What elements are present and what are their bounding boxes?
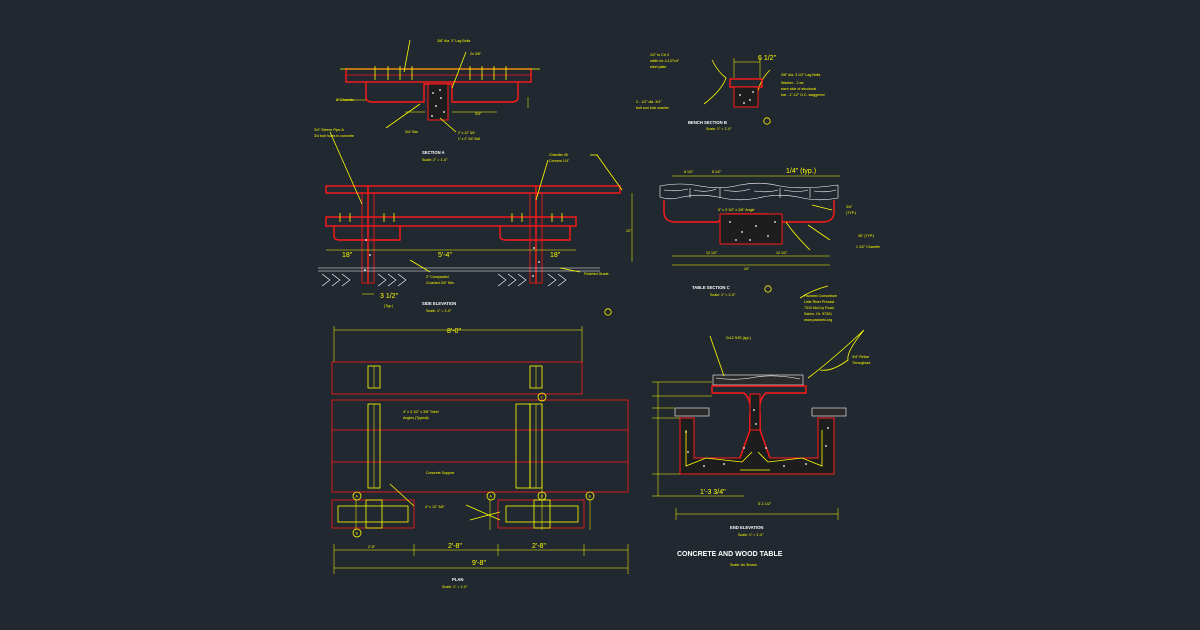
side-elev-note-5: 2" Compacted [426, 275, 449, 279]
plan-marker-5: A [490, 495, 493, 499]
table-c-dim-1: 8 1/2" [684, 170, 694, 174]
table-section-c-scale: Scale: 1" = 1'-0" [710, 293, 736, 297]
credit-line-3: 7310 McCoy Road [804, 306, 834, 310]
plan-dim-length: 8'-0" [447, 328, 461, 335]
table-c-note-1: 5" x 3 1/2" x 3/8" Angle [718, 208, 754, 212]
section-a-note-7: 1" x 2" 3/4" Bolt [458, 137, 480, 141]
plan-dim-overall: 9'-8" [472, 560, 486, 567]
table-c-dim-3: 12 1/2" [706, 251, 718, 255]
side-elev-note-8: (Typ.) [384, 304, 393, 308]
side-elev-note-4: Corners 1/4" [549, 159, 570, 163]
bench-b-note-5: Washer - 2 ea. [781, 81, 804, 85]
plan-note-3: Concrete Support [426, 471, 454, 475]
section-a-note-3: 2" Chamfer [336, 98, 355, 102]
section-a-drawing [336, 39, 540, 133]
end-elevation-title: END ELEVATION [730, 525, 763, 530]
plan-dim-span-1: 2'-8" [448, 543, 462, 550]
bench-b-note-1: 1/2" to Ctr 3 [650, 53, 669, 57]
table-c-dim-4: 12 1/2" [776, 251, 788, 255]
plan-marker-3: C [541, 396, 544, 400]
end-elev-note-2: 3/4" Rebar [852, 355, 870, 359]
bench-b-note-3: steel plate [650, 65, 666, 69]
credit-leader [799, 285, 829, 299]
side-elevation-drawing [318, 131, 633, 316]
side-elev-note-7: Finished Grade [584, 272, 609, 276]
end-elev-dim-bench: 1'-3 3/4" [700, 489, 726, 496]
bench-section-b-drawing [703, 58, 771, 125]
plan-marker-1: A [356, 495, 359, 499]
bench-section-b-scale: Scale: 1" = 1'-0" [706, 127, 732, 131]
plan-title: PLAN [452, 577, 463, 582]
plan-note-4: 4" x 12" 3/8" [425, 505, 445, 509]
table-section-c-drawing [659, 175, 840, 293]
side-elev-note-2: 3/4 bolt holes in concrete [314, 134, 354, 138]
side-elev-note-6: Crushed 3/4" Min. [426, 281, 455, 285]
side-elev-note-3: Chamfer 45 [549, 153, 568, 157]
side-elev-dim-left: 18" [342, 252, 353, 259]
plan-scale: Scale: 1" = 1'-0" [442, 585, 468, 589]
table-c-note-2: 3/4" [846, 205, 853, 209]
end-elev-dim-overall: 5'-1 1/2" [758, 502, 772, 506]
drawing-scale: Scale: As Shown [730, 563, 757, 567]
plan-note-2: Angles (Typical) [403, 416, 429, 420]
side-elev-dim-height: 12" [626, 229, 632, 233]
end-elevation-drawing [652, 329, 865, 520]
drawing-title: CONCRETE AND WOOD TABLE [677, 551, 783, 558]
end-elevation-scale: Scale: 1" = 1'-0" [738, 533, 764, 537]
table-c-note-5: 1 1/2" Chamfer [856, 245, 881, 249]
plan-marker-6: B [589, 495, 591, 499]
end-elev-note-1: 2x12 S4S (typ.) [726, 336, 751, 340]
table-c-note-4: 45" (TYP.) [858, 234, 874, 238]
bench-b-note-2: width for 4-1/2"x4" [650, 59, 680, 63]
end-elev-note-3: Throughout [852, 361, 870, 365]
side-elev-note-1: 3/4" Sleeve Pipe & [314, 128, 344, 132]
plan-marker-4: C [541, 495, 544, 499]
bench-b-note-9: bolt and lock washer [636, 106, 670, 110]
table-c-note-3: (TYP.) [846, 211, 856, 215]
section-a-note-4: 3/4" Bar [405, 130, 419, 134]
table-section-c-title: TABLE SECTION C [692, 285, 730, 290]
bench-b-note-7: bar - 1"-12" O.C. staggered [781, 93, 825, 97]
bench-section-b-dim: 6 1/2" [758, 55, 777, 62]
credit-line-5: www.pacwest.org [804, 318, 832, 322]
section-a-note-5: 3/4" [475, 112, 482, 116]
plan-marker-2: B [356, 532, 358, 536]
plan-drawing [331, 326, 629, 574]
side-elev-dim-post: 3 1/2" [380, 293, 399, 300]
plan-dim-span-3: 2'-8" [368, 545, 376, 549]
bench-b-note-8: 2 - 1/2" dia. 3/4" [636, 100, 662, 104]
side-elevation-scale: Scale: 1" = 1'-0" [426, 309, 452, 313]
plan-dim-span-2: 2'-8" [532, 543, 546, 550]
bench-b-note-4: 3/8" dia. 3 1/2" Lag Bolts [781, 73, 821, 77]
side-elev-dim-length: 5'-4" [438, 252, 452, 259]
section-a-title: SECTION A [422, 150, 445, 155]
bench-section-b-title: BENCH SECTION B [688, 120, 727, 125]
section-a-note-2: 2x 3/8" [470, 52, 482, 56]
side-elev-dim-right: 18" [550, 252, 561, 259]
credit-line-2: Little River Precast [804, 300, 834, 304]
bench-b-note-6: each side of structural [781, 87, 816, 91]
section-a-note-1: 3/8" dia. 3" Lag Bolts [437, 39, 471, 43]
plan-note-1: 4" x 3 1/2" x 3/8" Steel [403, 410, 439, 414]
table-c-dim-width: 24" [744, 267, 750, 271]
section-a-note-6: 2" x 12" 3/4" [458, 131, 475, 135]
table-c-dim-typ: 1/4" (typ.) [786, 168, 816, 175]
side-elevation-title: SIDE ELEVATION [422, 301, 456, 306]
credit-line-4: Salem, Or. 97301 [804, 312, 832, 316]
table-c-dim-2: 8 1/2" [712, 170, 722, 174]
credit-line-1: Pacwest Consortium [804, 294, 837, 298]
section-a-scale: Scale: 2" = 1'-0" [422, 158, 448, 162]
